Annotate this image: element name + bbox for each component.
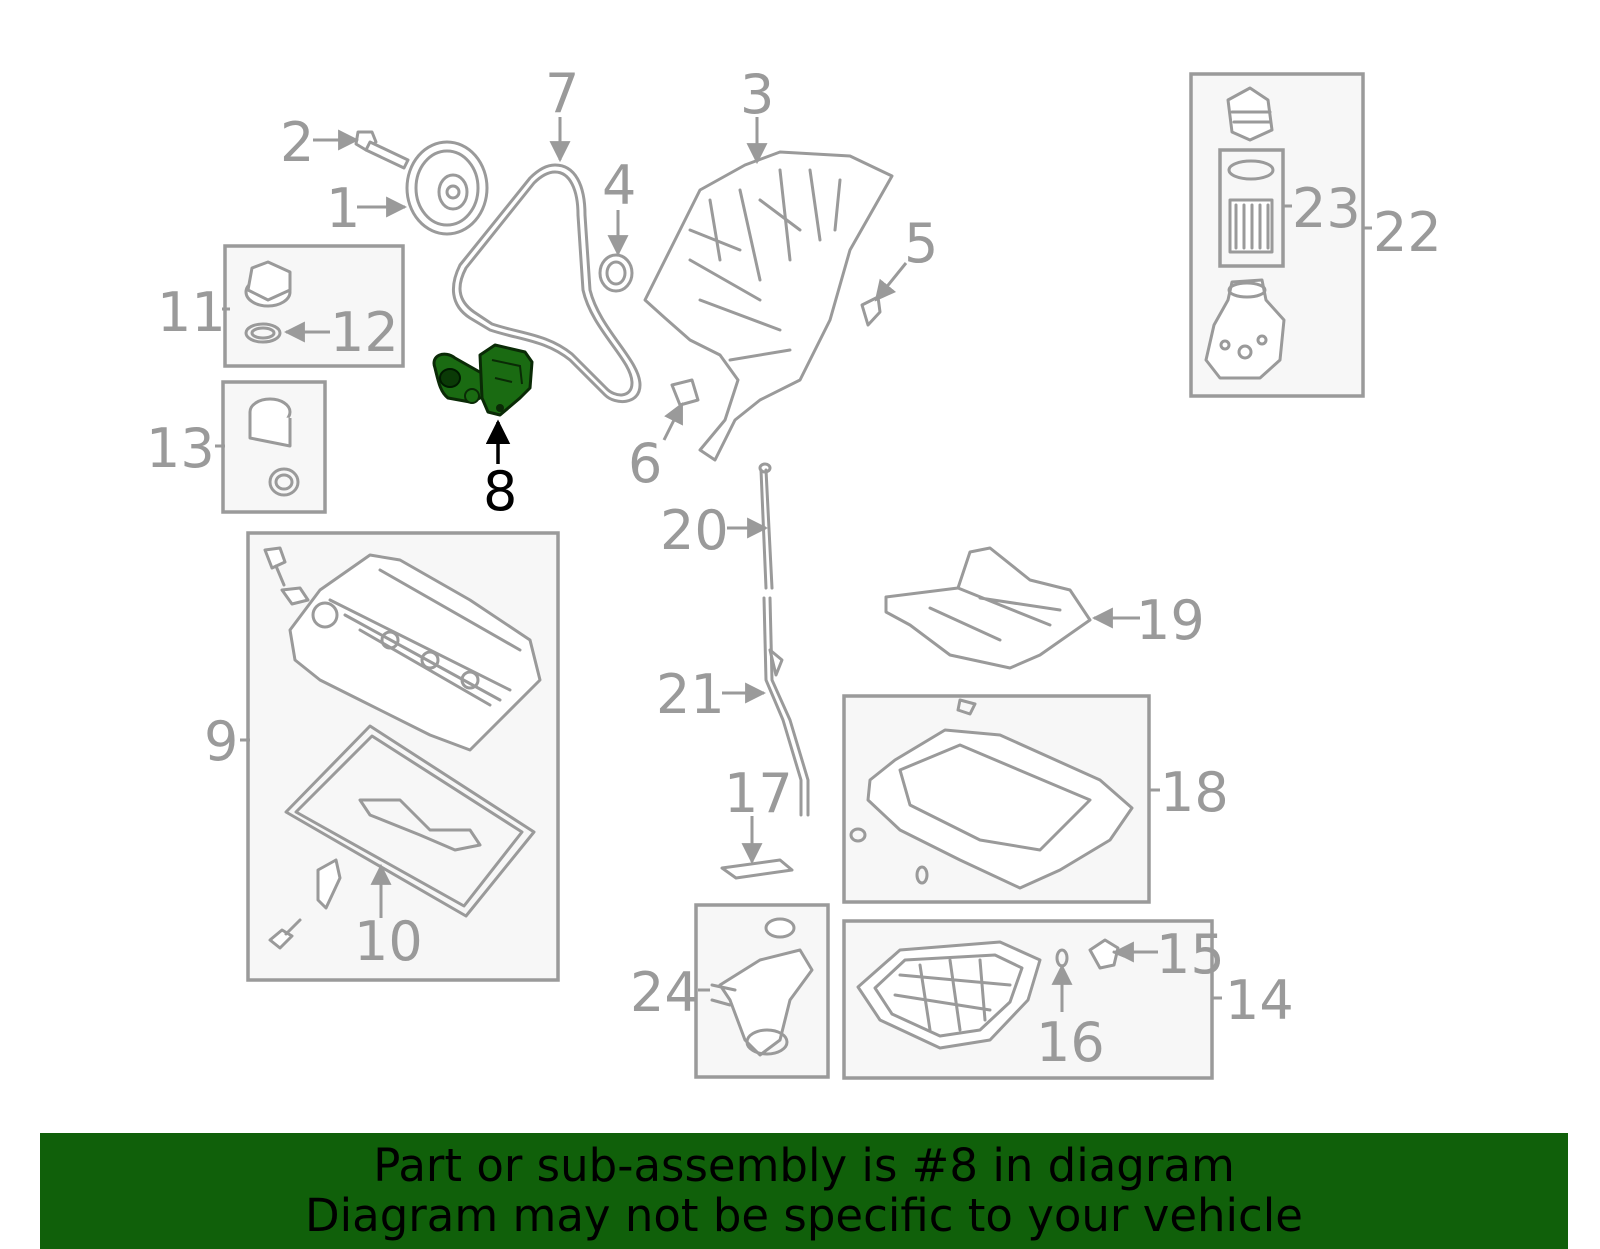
callout-19: 19: [1136, 589, 1205, 652]
parts-diagram: 1 2 3 4 5 6 7 8 9 10 11 12 13 14 15 16 1…: [146, 62, 1442, 1080]
valve-cover-gasket-drawing: [268, 724, 536, 950]
callout-21: 21: [656, 663, 725, 726]
callout-10: 10: [354, 910, 423, 973]
callout-20: 20: [660, 499, 729, 562]
footer-line-2: Diagram may not be specific to your vehi…: [305, 1189, 1303, 1242]
part-17-drawing: [720, 858, 794, 880]
valve-cover-drawing: [263, 546, 542, 752]
timing-cover-ribs: [688, 168, 842, 362]
part-5-drawing: [860, 295, 882, 327]
callout-7: 7: [545, 62, 579, 125]
dipstick-drawing: [758, 462, 774, 590]
dipstick-tube-drawing: [762, 596, 810, 817]
timing-cover-drawing: [643, 150, 894, 462]
callout-13: 13: [146, 417, 215, 480]
crank-pulley-drawing: [405, 140, 489, 236]
callout-1: 1: [326, 177, 360, 240]
footer-banner: Part or sub-assembly is #8 in diagram Di…: [40, 1133, 1568, 1249]
oil-pump-drawing: [710, 917, 814, 1057]
oil-filter-housing-drawing: [1204, 86, 1286, 380]
callout-14: 14: [1225, 969, 1294, 1032]
callout-12: 12: [330, 301, 399, 364]
callout-24: 24: [630, 961, 699, 1024]
callout-22: 22: [1373, 201, 1442, 264]
callout-2: 2: [280, 111, 314, 174]
thermostat-drawing: [248, 397, 300, 497]
callout-23: 23: [1292, 177, 1361, 240]
timing-chain-drawing: [451, 163, 642, 404]
part-6-drawing: [670, 378, 700, 407]
lower-oil-pan-drawing: [856, 940, 1042, 1050]
callout-8: 8: [483, 460, 517, 523]
leader-lines: [215, 117, 1372, 1012]
upper-oil-pan-drawing: [849, 698, 1134, 890]
callout-15: 15: [1156, 923, 1225, 986]
callout-9: 9: [204, 710, 238, 773]
callout-17: 17: [724, 762, 793, 825]
callout-labels: 1 2 3 4 5 6 7 8 9 10 11 12 13 14 15 16 1…: [146, 62, 1442, 1074]
tensioner-highlighted-drawing: [432, 343, 534, 417]
callout-3: 3: [740, 63, 774, 126]
callout-5: 5: [904, 212, 938, 275]
timing-chain-inner: [458, 170, 634, 397]
callout-18: 18: [1160, 761, 1229, 824]
oil-cap-drawing: [244, 260, 292, 344]
pulley-bolt-drawing: [354, 130, 410, 170]
oil-baffle-detail: [928, 586, 1062, 642]
callout-6: 6: [628, 432, 662, 495]
footer-line-1: Part or sub-assembly is #8 in diagram: [373, 1139, 1235, 1192]
callout-4: 4: [602, 154, 636, 217]
callout-11: 11: [157, 281, 226, 344]
oil-baffle-drawing: [884, 546, 1092, 670]
callout-16: 16: [1036, 1011, 1105, 1074]
front-seal-drawing: [598, 253, 634, 293]
